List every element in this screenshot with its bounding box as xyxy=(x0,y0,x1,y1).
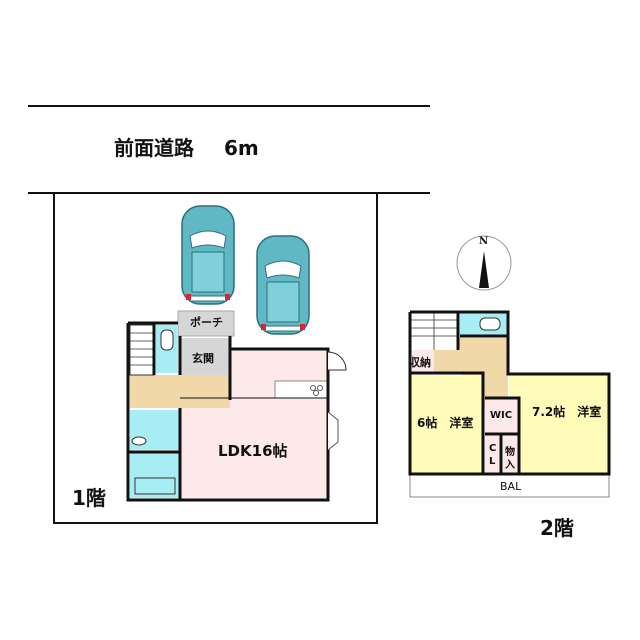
road-width: 6m xyxy=(223,136,259,160)
bay-window xyxy=(327,411,339,451)
storage-label: 収納 xyxy=(409,356,431,369)
road-line-top xyxy=(28,105,430,107)
room-72-label: 7.2帖 洋室 xyxy=(532,405,602,419)
entrance-label: 玄関 xyxy=(192,352,214,365)
door-swing xyxy=(327,351,347,371)
lot-boundary xyxy=(53,193,378,524)
closet xyxy=(485,436,501,474)
western-room-72 xyxy=(509,374,609,474)
room-6-label: 6帖 洋室 xyxy=(417,416,474,430)
floor2-label: 2階 xyxy=(540,516,574,540)
car-icon xyxy=(181,205,235,305)
closet-label-l: L xyxy=(489,456,496,467)
stairs-1f xyxy=(129,324,155,376)
floor1-label: 1階 xyxy=(72,486,106,510)
balcony-label: BAL xyxy=(500,480,522,493)
road-name: 前面道路 xyxy=(114,136,194,160)
wic-room xyxy=(485,398,519,434)
compass-label: N xyxy=(479,236,489,247)
porch-label: ポーチ xyxy=(190,316,223,329)
road-line-bottom xyxy=(28,192,430,194)
wic-label: WIC xyxy=(490,410,513,421)
porch-area xyxy=(177,310,235,337)
storeroom-label-1: 物 xyxy=(505,447,515,458)
storage-room xyxy=(410,350,434,372)
car-icon xyxy=(256,235,310,335)
ldk-label: LDK16帖 xyxy=(218,442,288,460)
storeroom-label-2: 入 xyxy=(505,460,515,471)
storeroom xyxy=(503,436,519,474)
closet-label-c: C xyxy=(489,443,497,454)
compass-icon xyxy=(456,235,512,291)
hall-1f xyxy=(130,375,230,408)
western-room-6 xyxy=(410,375,483,473)
road-label: 前面道路 6m xyxy=(114,132,259,161)
entrance-room xyxy=(180,338,230,375)
kitchen-counter xyxy=(274,380,328,399)
